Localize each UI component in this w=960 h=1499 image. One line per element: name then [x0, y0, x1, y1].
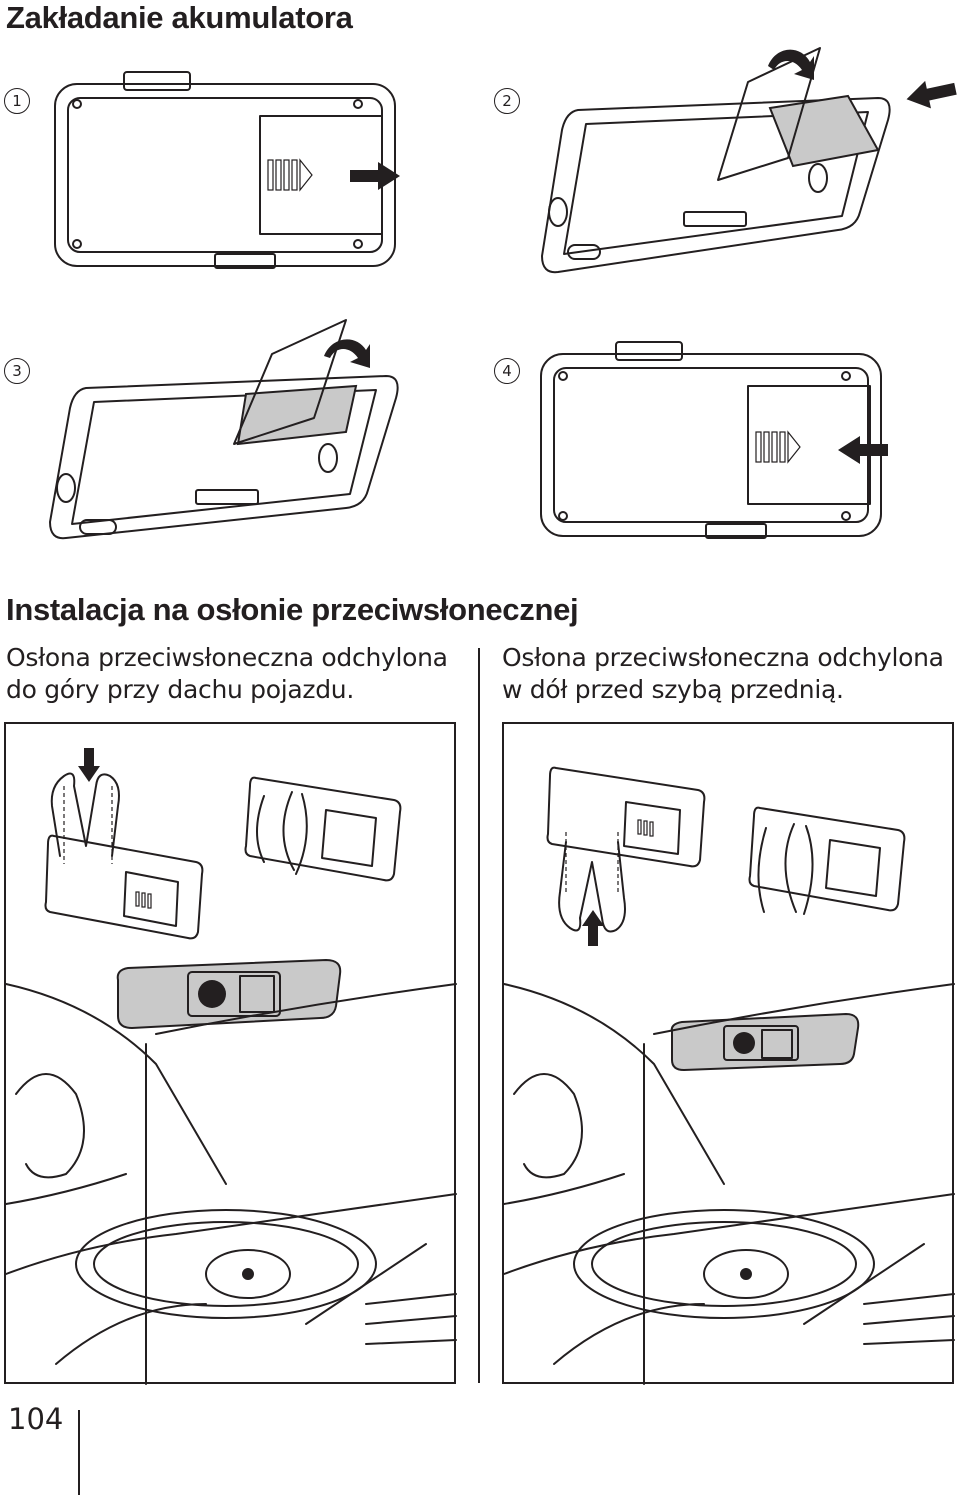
arrow-down-icon	[78, 748, 100, 782]
clip-illustration	[50, 772, 120, 864]
rotate-arrow-icon	[324, 339, 370, 368]
device-back-illustration-step-4	[540, 341, 882, 539]
illustration-panel-visor-down	[502, 722, 955, 1385]
arrow-right-icon	[350, 162, 400, 190]
page-number-divider	[78, 1410, 80, 1495]
car-interior-illustration	[5, 958, 457, 1385]
caption-visor-up: Osłona przeciwsłoneczna odchylona do gór…	[6, 643, 448, 704]
device-back-illustration-step-1	[54, 71, 396, 269]
page-number: 104	[8, 1402, 64, 1436]
device-tilted-illustration-step-2	[541, 47, 891, 274]
clip-illustration	[558, 832, 626, 933]
step-number-4: 4	[494, 358, 520, 384]
install-section-title: Instalacja na osłonie przeciwsłonecznej	[6, 592, 579, 627]
device-with-clip-illustration	[244, 776, 402, 882]
step-number-2: 2	[494, 88, 520, 114]
device-with-clip-illustration	[748, 806, 906, 915]
illustration-panel-visor-up	[4, 722, 457, 1385]
arrow-up-icon	[582, 910, 604, 946]
column-divider	[478, 648, 480, 1383]
car-interior-illustration	[503, 983, 955, 1385]
step-number-1: 1	[4, 88, 30, 114]
arrow-left-icon	[906, 80, 957, 109]
device-clip-front-illustration	[44, 834, 204, 940]
battery-section-title: Zakładanie akumulatora	[6, 0, 353, 35]
rotate-arrow-icon	[768, 49, 814, 80]
arrow-left-icon	[838, 436, 888, 464]
caption-visor-down: Osłona przeciwsłoneczna odchylona w dół …	[502, 643, 944, 704]
device-clip-back-illustration	[546, 766, 706, 868]
device-tilted-illustration-step-3	[49, 319, 399, 540]
step-number-3: 3	[4, 358, 30, 384]
